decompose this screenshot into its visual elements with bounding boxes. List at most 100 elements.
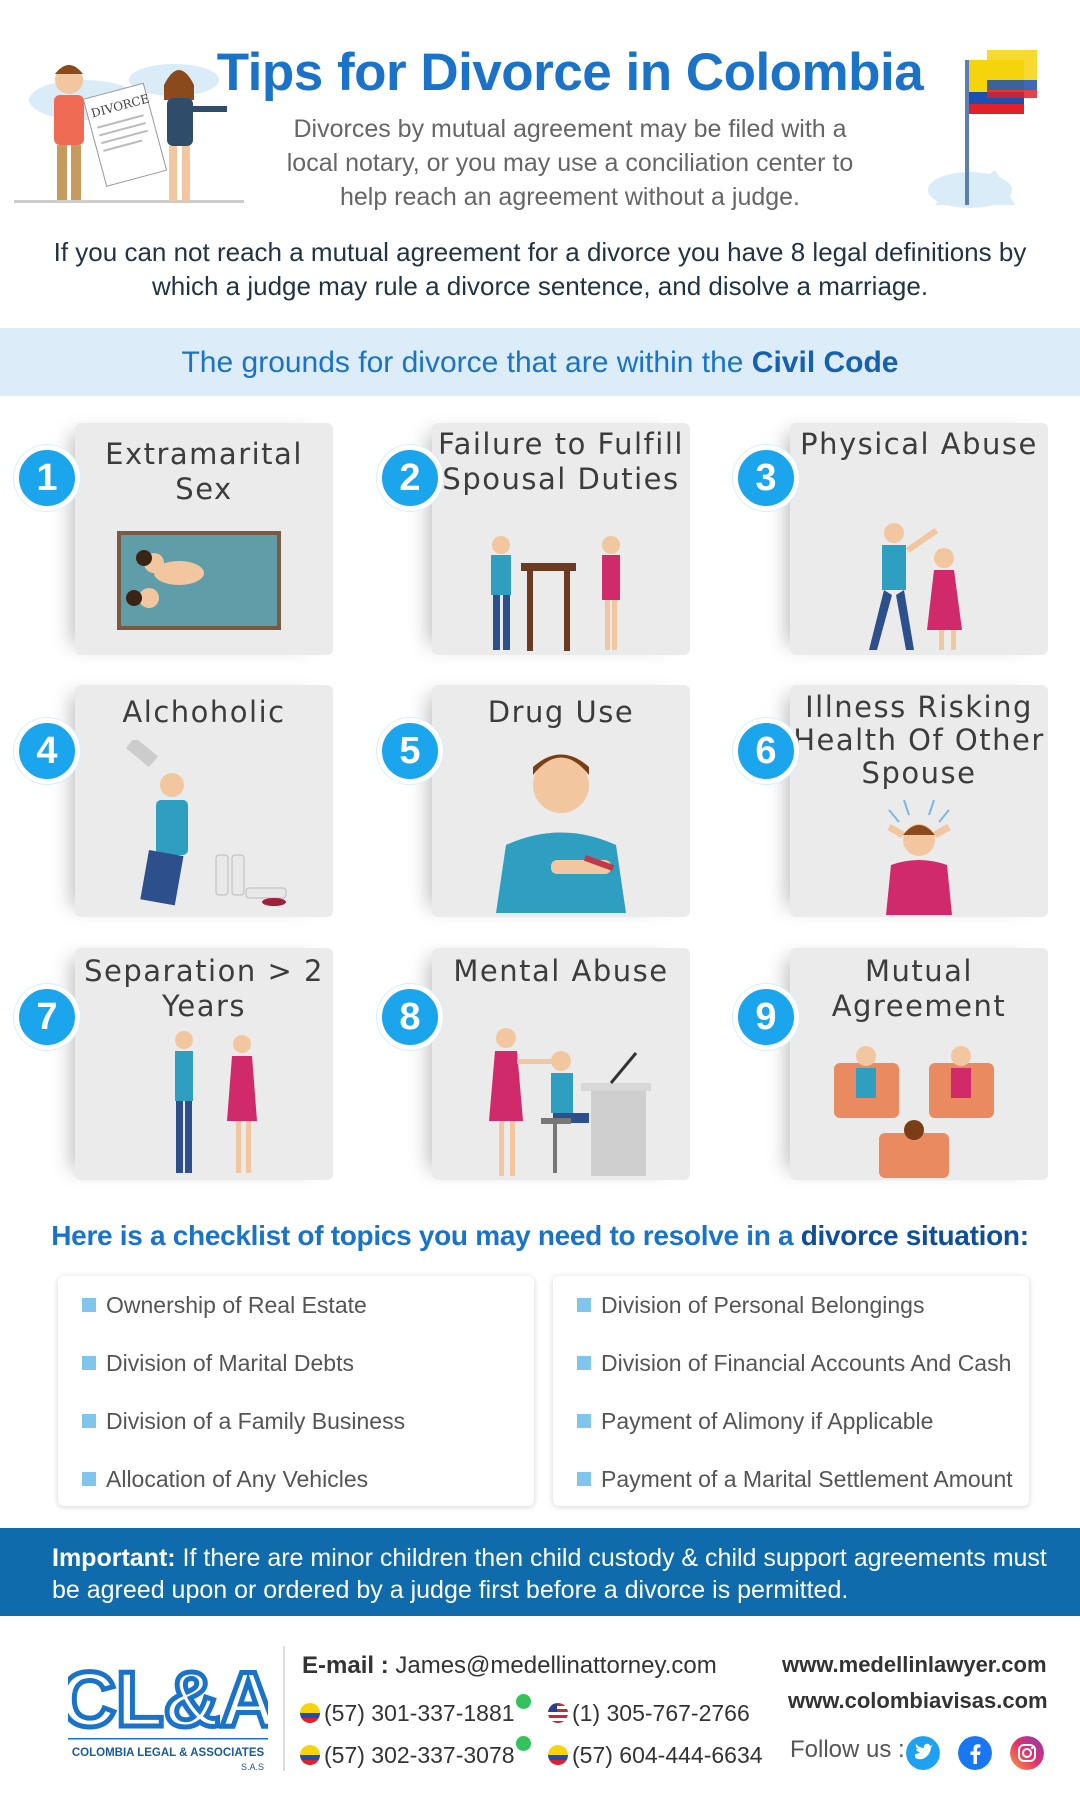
syringe-icon [496,754,626,913]
bullet-square-icon [577,1413,591,1428]
divorce-couple-illustration: DIVORCE [14,64,244,203]
whatsapp-icon [515,1736,531,1751]
website-link-1[interactable]: www.medellinlawyer.com [782,1652,1047,1677]
list-item: Allocation of Any Vehicles [82,1466,368,1493]
ground-card-7: Separation > 2 Years [75,948,333,1180]
follow-label: Follow us : [790,1736,905,1763]
ground-number-9: 9 [733,984,799,1050]
checklist-title-emphasis: divorce situation: [800,1220,1029,1251]
list-item-text: Payment of Alimony if Applicable [601,1408,934,1434]
ground-card-6: Illness Risking Health Of Other Spouse [790,685,1048,917]
separated-couple-icon [175,1031,257,1173]
colombia-flag-icon [548,1744,568,1765]
phone-number: (1) 305-767-2766 [572,1700,750,1726]
ground-number-4: 4 [14,718,80,784]
ground-card-3: Physical Abuse [790,423,1048,655]
ground-number-7: 7 [14,984,80,1050]
footer: CL&A COLOMBIA LEGAL & ASSOCIATES S.A.S E… [0,1616,1080,1794]
important-body: If there are minor children then child c… [52,1544,1047,1604]
list-item-text: Division of Personal Belongings [601,1292,925,1318]
logo-caption: COLOMBIA LEGAL & ASSOCIATES [72,1747,265,1759]
important-banner: Important: If there are minor children t… [0,1528,1080,1616]
ground-card-1: Extramarital Sex [75,423,333,655]
email-label: E-mail : [302,1652,389,1679]
website-link-2[interactable]: www.colombiavisas.com [788,1688,1048,1713]
ground-title: Failure to Fulfill Spousal Duties [438,427,684,496]
checklist-title-main: Here is a checklist of topics you may ne… [51,1220,801,1251]
email-line: E-mail : James@medellinattorney.com [302,1652,717,1680]
ground-number-6: 6 [733,718,799,784]
colombia-flag-icon [928,50,1037,208]
ground-title: Drug Use [487,695,635,729]
list-item: Payment of Alimony if Applicable [577,1408,933,1435]
phone-3[interactable]: (57) 302-337-3078 [300,1736,531,1769]
abuse-icon [869,523,962,650]
list-item-text: Payment of a Marital Settlement Amount [601,1466,1013,1492]
ground-title: Physical Abuse [800,427,1038,461]
arguing-couple-icon [491,536,620,651]
list-item: Division of Personal Belongings [577,1292,924,1319]
ground-number-5: 5 [377,718,443,784]
twitter-icon[interactable] [906,1736,940,1770]
list-item: Payment of a Marital Settlement Amount [577,1466,1013,1493]
facebook-icon[interactable] [958,1736,992,1770]
ground-card-8: Mental Abuse [432,948,690,1180]
ground-title: Mutual Agreement [831,954,1007,1023]
company-logo: CL&A COLOMBIA LEGAL & ASSOCIATES S.A.S [68,1653,268,1772]
phone-number: (57) 302-337-3078 [324,1742,515,1768]
phone-1[interactable]: (57) 301-337-1881 [300,1694,531,1727]
ground-number-2: 2 [377,445,443,511]
email-link[interactable]: James@medellinattorney.com [388,1652,717,1679]
list-item-text: Ownership of Real Estate [106,1292,367,1318]
footer-divider [283,1646,285,1771]
checklist-left: Ownership of Real Estate Division of Mar… [58,1276,534,1506]
ground-number-3: 3 [733,445,799,511]
checklist-title: Here is a checklist of topics you may ne… [0,1220,1080,1252]
bullet-square-icon [577,1297,591,1312]
list-item: Division of a Family Business [82,1408,405,1435]
bed-couple-icon [117,531,281,630]
ground-title: Mental Abuse [453,954,669,988]
page-title: Tips for Divorce in Colombia [216,43,924,102]
lead-paragraph: Divorces by mutual agreement may be file… [286,115,854,211]
ground-title: Extramarital Sex [105,437,303,506]
header: DIVORCE Tips for Divorce in Colombia Div… [0,0,1080,320]
list-item: Division of Financial Accounts And Cash [577,1350,1011,1377]
yelling-icon [489,1028,651,1176]
bullet-square-icon [82,1297,96,1312]
ground-card-5: Drug Use [432,685,690,917]
civil-code-banner: The grounds for divorce that are within … [0,328,1080,396]
bullet-square-icon [82,1471,96,1486]
intro-paragraph: If you can not reach a mutual agreement … [53,237,1027,301]
phone-number: (57) 604-444-6634 [572,1742,763,1768]
headache-icon [886,799,952,915]
banner-text-main: The grounds for divorce that are within … [181,346,752,379]
important-label: Important: [52,1544,176,1572]
ground-number-1: 1 [14,445,80,511]
whatsapp-icon [515,1694,531,1709]
logo-sub: S.A.S [241,1762,264,1772]
drinking-icon [126,740,287,906]
ground-card-4: Alchoholic [75,685,333,917]
mediation-icon [834,1046,994,1178]
bullet-square-icon [82,1355,96,1370]
bullet-square-icon [82,1413,96,1428]
colombia-flag-icon [300,1702,320,1723]
list-item-text: Division of Marital Debts [106,1350,354,1376]
list-item-text: Division of a Family Business [106,1408,406,1434]
phone-number: (57) 301-337-1881 [324,1700,515,1726]
ground-card-2: Failure to Fulfill Spousal Duties [432,423,690,655]
list-item-text: Allocation of Any Vehicles [106,1466,369,1492]
instagram-icon[interactable] [1010,1736,1044,1770]
checklist-right: Division of Personal Belongings Division… [553,1276,1029,1506]
phone-4[interactable]: (57) 604-444-6634 [548,1742,763,1769]
list-item: Division of Marital Debts [82,1350,354,1377]
colombia-flag-icon [300,1744,320,1765]
phone-2[interactable]: (1) 305-767-2766 [548,1700,750,1727]
bullet-square-icon [577,1471,591,1486]
ground-number-8: 8 [377,984,443,1050]
important-text: Important: If there are minor children t… [52,1542,1052,1606]
ground-title: Separation > 2 Years [84,954,324,1023]
logo-text: CL&A [68,1655,268,1743]
usa-flag-icon [548,1702,568,1723]
